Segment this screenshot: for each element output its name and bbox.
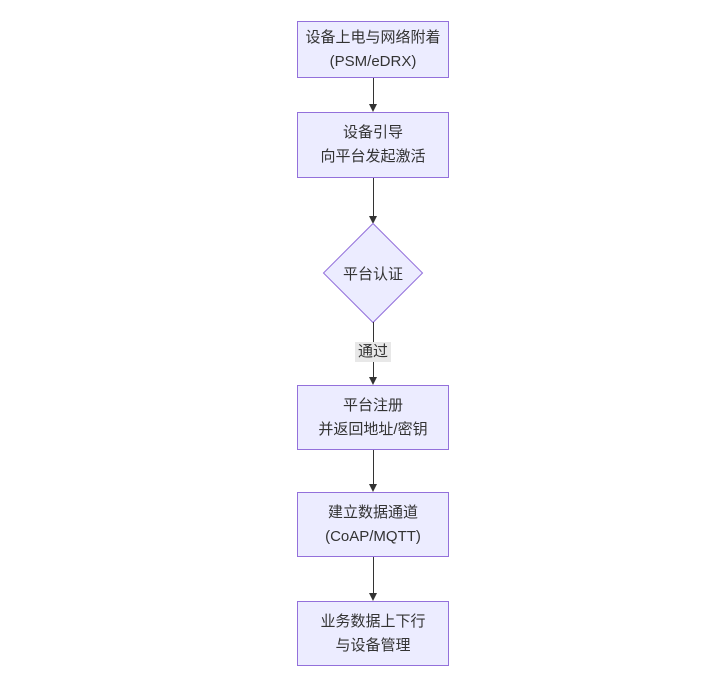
node-text-line: 业务数据上下行	[320, 612, 426, 630]
arrow-down-head-icon	[369, 216, 377, 224]
flow-arrow-2	[369, 178, 377, 224]
node-text-line: 向平台发起激活	[320, 148, 426, 165]
arrow-line	[372, 78, 374, 104]
node-text-line: 建立数据通道	[327, 503, 418, 521]
arrow-down-head-icon	[369, 377, 377, 385]
node-text-line: 与设备管理	[335, 636, 411, 654]
flow-node-power-network-attach: 设备上电与网络附着 (PSM/eDRX)	[297, 21, 449, 78]
node-text-line: (PSM/eDRX)	[329, 52, 417, 70]
flowchart-column: 设备上电与网络附着 (PSM/eDRX) 设备引导 向平台发起激活 平台认证 通…	[293, 21, 453, 666]
arrow-line	[372, 178, 374, 216]
flow-node-platform-register: 平台注册 并返回地址/密钥	[297, 385, 449, 450]
arrow-line	[372, 450, 374, 484]
flow-node-platform-auth: 平台认证	[322, 222, 424, 324]
flow-node-device-bootstrap: 设备引导 向平台发起激活	[297, 112, 449, 178]
node-text-line: 设备上电与网络附着	[305, 28, 441, 46]
node-text-line: 设备引导	[342, 124, 403, 141]
node-text-line: 平台认证	[342, 265, 403, 283]
flow-arrow-1	[369, 78, 377, 112]
arrow-line	[372, 557, 374, 593]
flow-arrow-4	[369, 450, 377, 492]
node-text-line: 并返回地址/密钥	[318, 420, 428, 438]
flow-arrow-5	[369, 557, 377, 601]
node-text-line: (CoAP/MQTT)	[325, 527, 421, 545]
flow-arrow-3: 通过	[354, 322, 392, 385]
node-text-line: 平台注册	[342, 396, 403, 414]
arrow-down-head-icon	[369, 104, 377, 112]
flow-node-business-data: 业务数据上下行 与设备管理	[297, 601, 449, 666]
arrow-down-head-icon	[369, 593, 377, 601]
flow-node-data-channel: 建立数据通道 (CoAP/MQTT)	[297, 492, 449, 557]
arrow-down-head-icon	[369, 484, 377, 492]
edge-label: 通过	[354, 342, 392, 363]
